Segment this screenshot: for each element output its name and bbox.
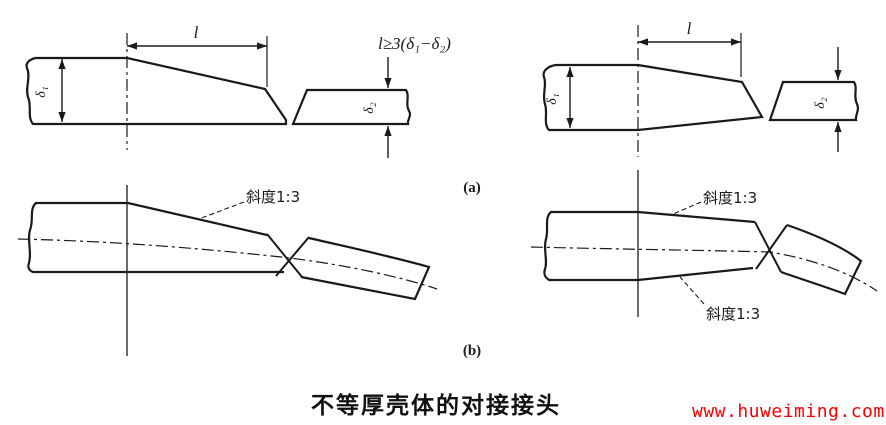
- slope-leader-line: [198, 201, 245, 220]
- thick-plate-outline: [542, 63, 764, 132]
- subfigure-label-a: (a): [463, 180, 481, 196]
- thin-plate-outline: [768, 80, 860, 122]
- delta2-label: δ₂: [362, 102, 377, 114]
- slope-leader-line-bottom: [679, 276, 705, 305]
- diagram-a-left: l δ₁ δ₂ l≥3(δ₁−δ₂): [25, 23, 451, 158]
- diagram-a-right: l δ₁ δ₂: [542, 19, 860, 157]
- thick-plate-outline: [25, 56, 288, 126]
- weld-x-mark: [266, 233, 310, 278]
- figure-caption: 不等厚壳体的对接接头: [311, 393, 561, 419]
- watermark-url: www.huweiming.com: [692, 401, 885, 422]
- subfigure-label-b: (b): [463, 343, 481, 359]
- thick-shell-outline: [27, 201, 284, 274]
- slope-label: 斜度1:3: [246, 188, 300, 206]
- diagram-b-right: 斜度1:3 斜度1:3: [530, 170, 878, 323]
- centerline-horizontal: [530, 246, 878, 292]
- dim-l-label: l: [194, 23, 199, 42]
- weld-x-mark: [754, 221, 788, 273]
- dim-l-label: l: [687, 19, 692, 38]
- slope-label-bottom: 斜度1:3: [706, 305, 760, 323]
- delta2-label: δ₂: [813, 97, 828, 109]
- delta1-label: δ₁: [34, 86, 49, 97]
- diagram-b-left: 斜度1:3: [17, 185, 438, 356]
- thin-shell-outline: [780, 223, 863, 296]
- thin-plate-outline: [291, 88, 412, 126]
- delta1-label: δ₁: [545, 93, 560, 104]
- taper-formula: l≥3(δ₁−δ₂): [378, 34, 451, 53]
- centerline-horizontal: [17, 238, 438, 290]
- thin-shell-outline: [300, 236, 431, 301]
- slope-label-top: 斜度1:3: [703, 189, 757, 207]
- slope-leader-line-top: [670, 201, 702, 216]
- thick-shell-outline: [543, 210, 756, 282]
